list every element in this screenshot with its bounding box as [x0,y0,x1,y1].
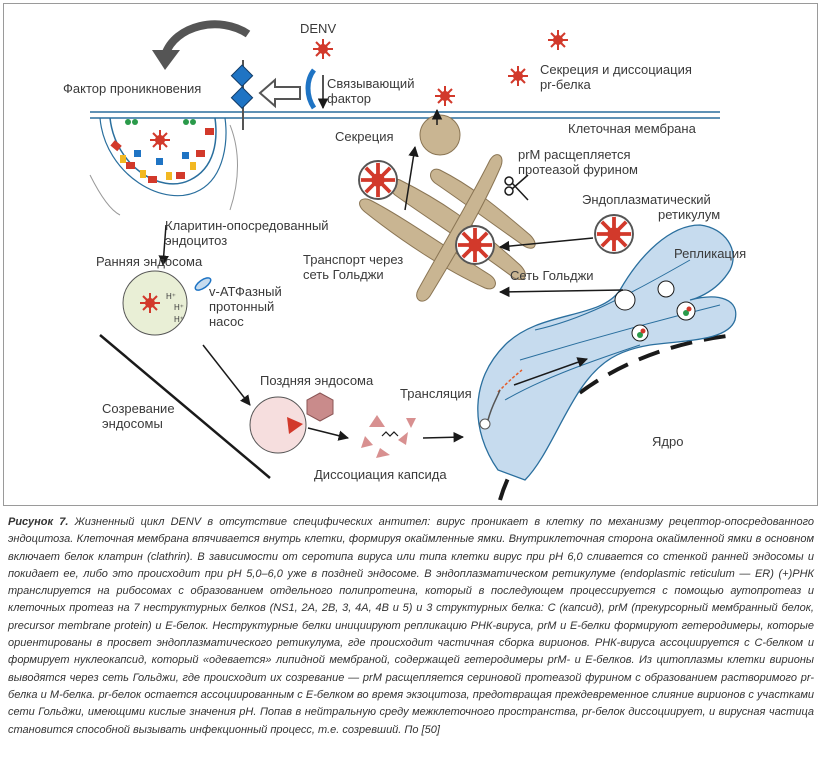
label-late-endosome: Поздняя эндосома [260,373,374,388]
label-denv: DENV [300,21,336,36]
label-nucleus: Ядро [652,434,683,449]
label-translation: Трансляция [400,386,472,401]
entry-factor-receptor [152,20,301,130]
label-maturation-1: Созревание [102,401,175,416]
label-prm-cleaved-2: протеазой фурином [518,162,638,177]
label-secretion-dissociation-2: pr-белка [540,77,592,92]
label-cell-membrane: Клеточная мембрана [568,121,697,136]
label-golgi-transport-1: Транспорт через [303,252,403,267]
clathrin-coated-pit [89,117,238,216]
process-arrows [158,75,624,443]
label-vatpase-1: v-АТФазный [209,284,282,299]
late-endosome [249,392,334,454]
diagram-labels: DENV Связывающий фактор Фактор проникнов… [63,21,746,482]
label-secretion-dissociation-1: Секреция и диссоциация [540,62,692,77]
label-secretion: Секреция [335,129,394,144]
binding-factor [305,38,334,110]
maturation-line [99,334,271,479]
capsid-fragments [361,415,416,458]
label-clathrin-2: эндоцитоз [165,233,227,248]
replication-complexes [614,280,696,342]
label-binding-factor-2: фактор [327,91,371,106]
svg-text:H⁺: H⁺ [174,303,184,312]
label-golgi-transport-2: сеть Гольджи [303,267,384,282]
svg-text:H⁺: H⁺ [174,315,184,324]
label-early-endosome: Ранняя эндосома [96,254,203,269]
rna-ribosome [479,369,523,430]
caption-text: Жизненный цикл DENV в отсутствие специфи… [8,516,814,736]
figure-caption: Рисунок 7. Жизненный цикл DENV в отсутст… [8,514,814,739]
nucleus [498,333,736,501]
scissors-icon [504,174,529,201]
label-golgi: Сеть Гольджи [510,268,594,283]
svg-text:H⁺: H⁺ [166,292,176,301]
dengue-lifecycle-diagram: H⁺ H⁺ H⁺ [63,20,746,501]
label-prm-cleaved-1: prM расщепляется [518,147,631,162]
label-er-1: Эндоплазматический [582,192,711,207]
cell-membrane [90,111,720,119]
label-capsid-dissociation: Диссоциация капсида [314,467,447,482]
label-vatpase-2: протонный [209,299,274,314]
label-binding-factor-1: Связывающий [327,76,414,91]
caption-label: Рисунок 7. [8,516,69,528]
label-entry-factor: Фактор проникновения [63,81,201,96]
secretion-vesicle [419,114,461,156]
label-clathrin-1: Кларитин-опосредованный [165,218,329,233]
early-endosome: H⁺ H⁺ H⁺ [122,270,212,336]
label-vatpase-3: насос [209,314,244,329]
label-replication: Репликация [674,246,746,261]
label-maturation-2: эндосомы [102,416,163,431]
label-er-2: ретикулум [658,207,720,222]
